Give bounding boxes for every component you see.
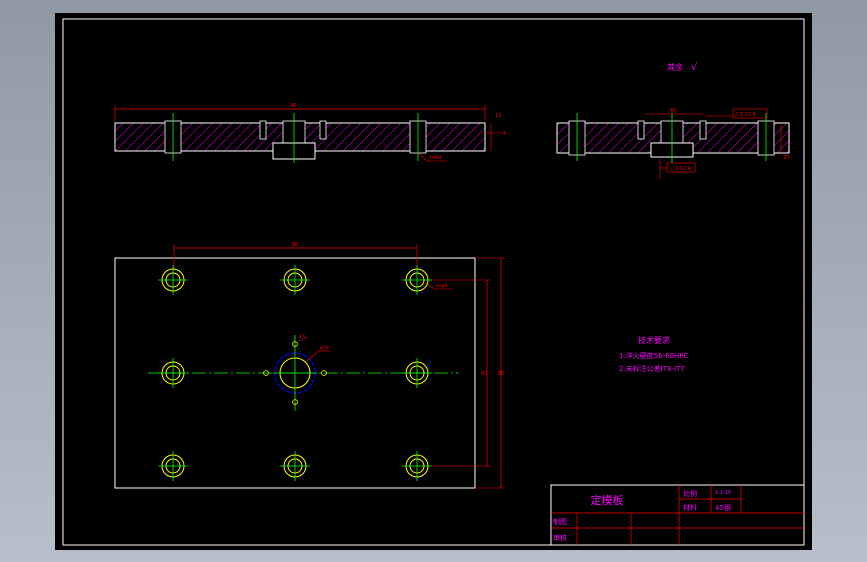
front-dim-length: 90: [290, 103, 296, 109]
bolt-hole: [402, 358, 432, 388]
tech-requirements: 技术要求 1.淬火硬度56-60HRC 2.未标注公差IT8-IT7: [619, 335, 689, 373]
side-tolerance-frame-bottom: [666, 162, 696, 173]
title-checked-label: 审核: [553, 533, 567, 542]
front-dim-step: 8: [503, 131, 506, 137]
tech-req-item-2: 2.未标注公差IT8-IT7: [619, 364, 685, 373]
title-ratio-value: 1:1 25: [715, 490, 731, 496]
bolt-hole: [158, 451, 188, 481]
plan-hole-callout: 4xφ8: [436, 283, 447, 289]
plan-dim-inner: 60: [481, 371, 487, 377]
cad-drawing: 其余 √ 90 12 8 4xM8: [62, 18, 805, 546]
plan-outline: [114, 257, 476, 489]
side-tolerance-top-text: // 0.02 A: [735, 112, 757, 118]
title-material-value: 45钢: [715, 503, 731, 512]
front-section-view: 90 12 8 4xM8: [114, 103, 506, 163]
title-ratio-label: 比例: [683, 489, 697, 498]
title-part-name: 定模板: [591, 493, 624, 507]
plan-dim-outer: 80: [498, 371, 504, 377]
title-drawn-label: 制图: [553, 517, 567, 526]
surface-finish-symbol: √: [691, 62, 698, 73]
plan-dim-top: 90: [292, 242, 298, 248]
drawing-border: [62, 18, 805, 546]
title-block: 定模板 比例 1:1 25 材料 45钢 制图 审核: [550, 484, 805, 546]
side-section-view: 40 // 0.02 A ⊥ 0.02 A 20: [556, 108, 790, 179]
bolt-hole: [158, 358, 188, 388]
front-dim-thickness: 12: [495, 113, 501, 119]
front-slot-1: [259, 120, 267, 140]
plan-bolt-holes: [158, 265, 432, 481]
title-material-label: 材料: [683, 503, 697, 512]
side-dim-top: 40: [670, 108, 676, 114]
front-slot-2: [319, 120, 327, 140]
surface-finish-note: 其余 √: [667, 62, 698, 73]
bolt-hole: [402, 265, 432, 295]
side-tolerance-bottom-text: ⊥ 0.02 A: [669, 166, 692, 172]
side-slot-1: [637, 120, 645, 140]
center-bore-dim: φ10: [320, 345, 329, 351]
surface-finish-label: 其余: [667, 62, 683, 72]
side-dim-right: 20: [783, 155, 789, 161]
tech-req-title: 技术要求: [638, 335, 670, 345]
bolt-hole: [280, 265, 310, 295]
cad-viewport[interactable]: 其余 √ 90 12 8 4xM8: [55, 13, 812, 550]
tech-req-item-1: 1.淬火硬度56-60HRC: [619, 351, 689, 360]
bolt-hole: [280, 451, 310, 481]
center-bore: φ10 8.5: [263, 334, 331, 411]
side-tolerance-frame-top: [732, 108, 768, 119]
plan-view: 90 80 60 4xφ8 φ10 8.5: [114, 242, 505, 489]
bolt-hole: [402, 451, 432, 481]
center-small-label: 8.5: [299, 334, 306, 339]
front-dim-callout: 4xM8: [429, 155, 441, 161]
bolt-hole: [158, 265, 188, 295]
side-slot-2: [699, 120, 707, 140]
